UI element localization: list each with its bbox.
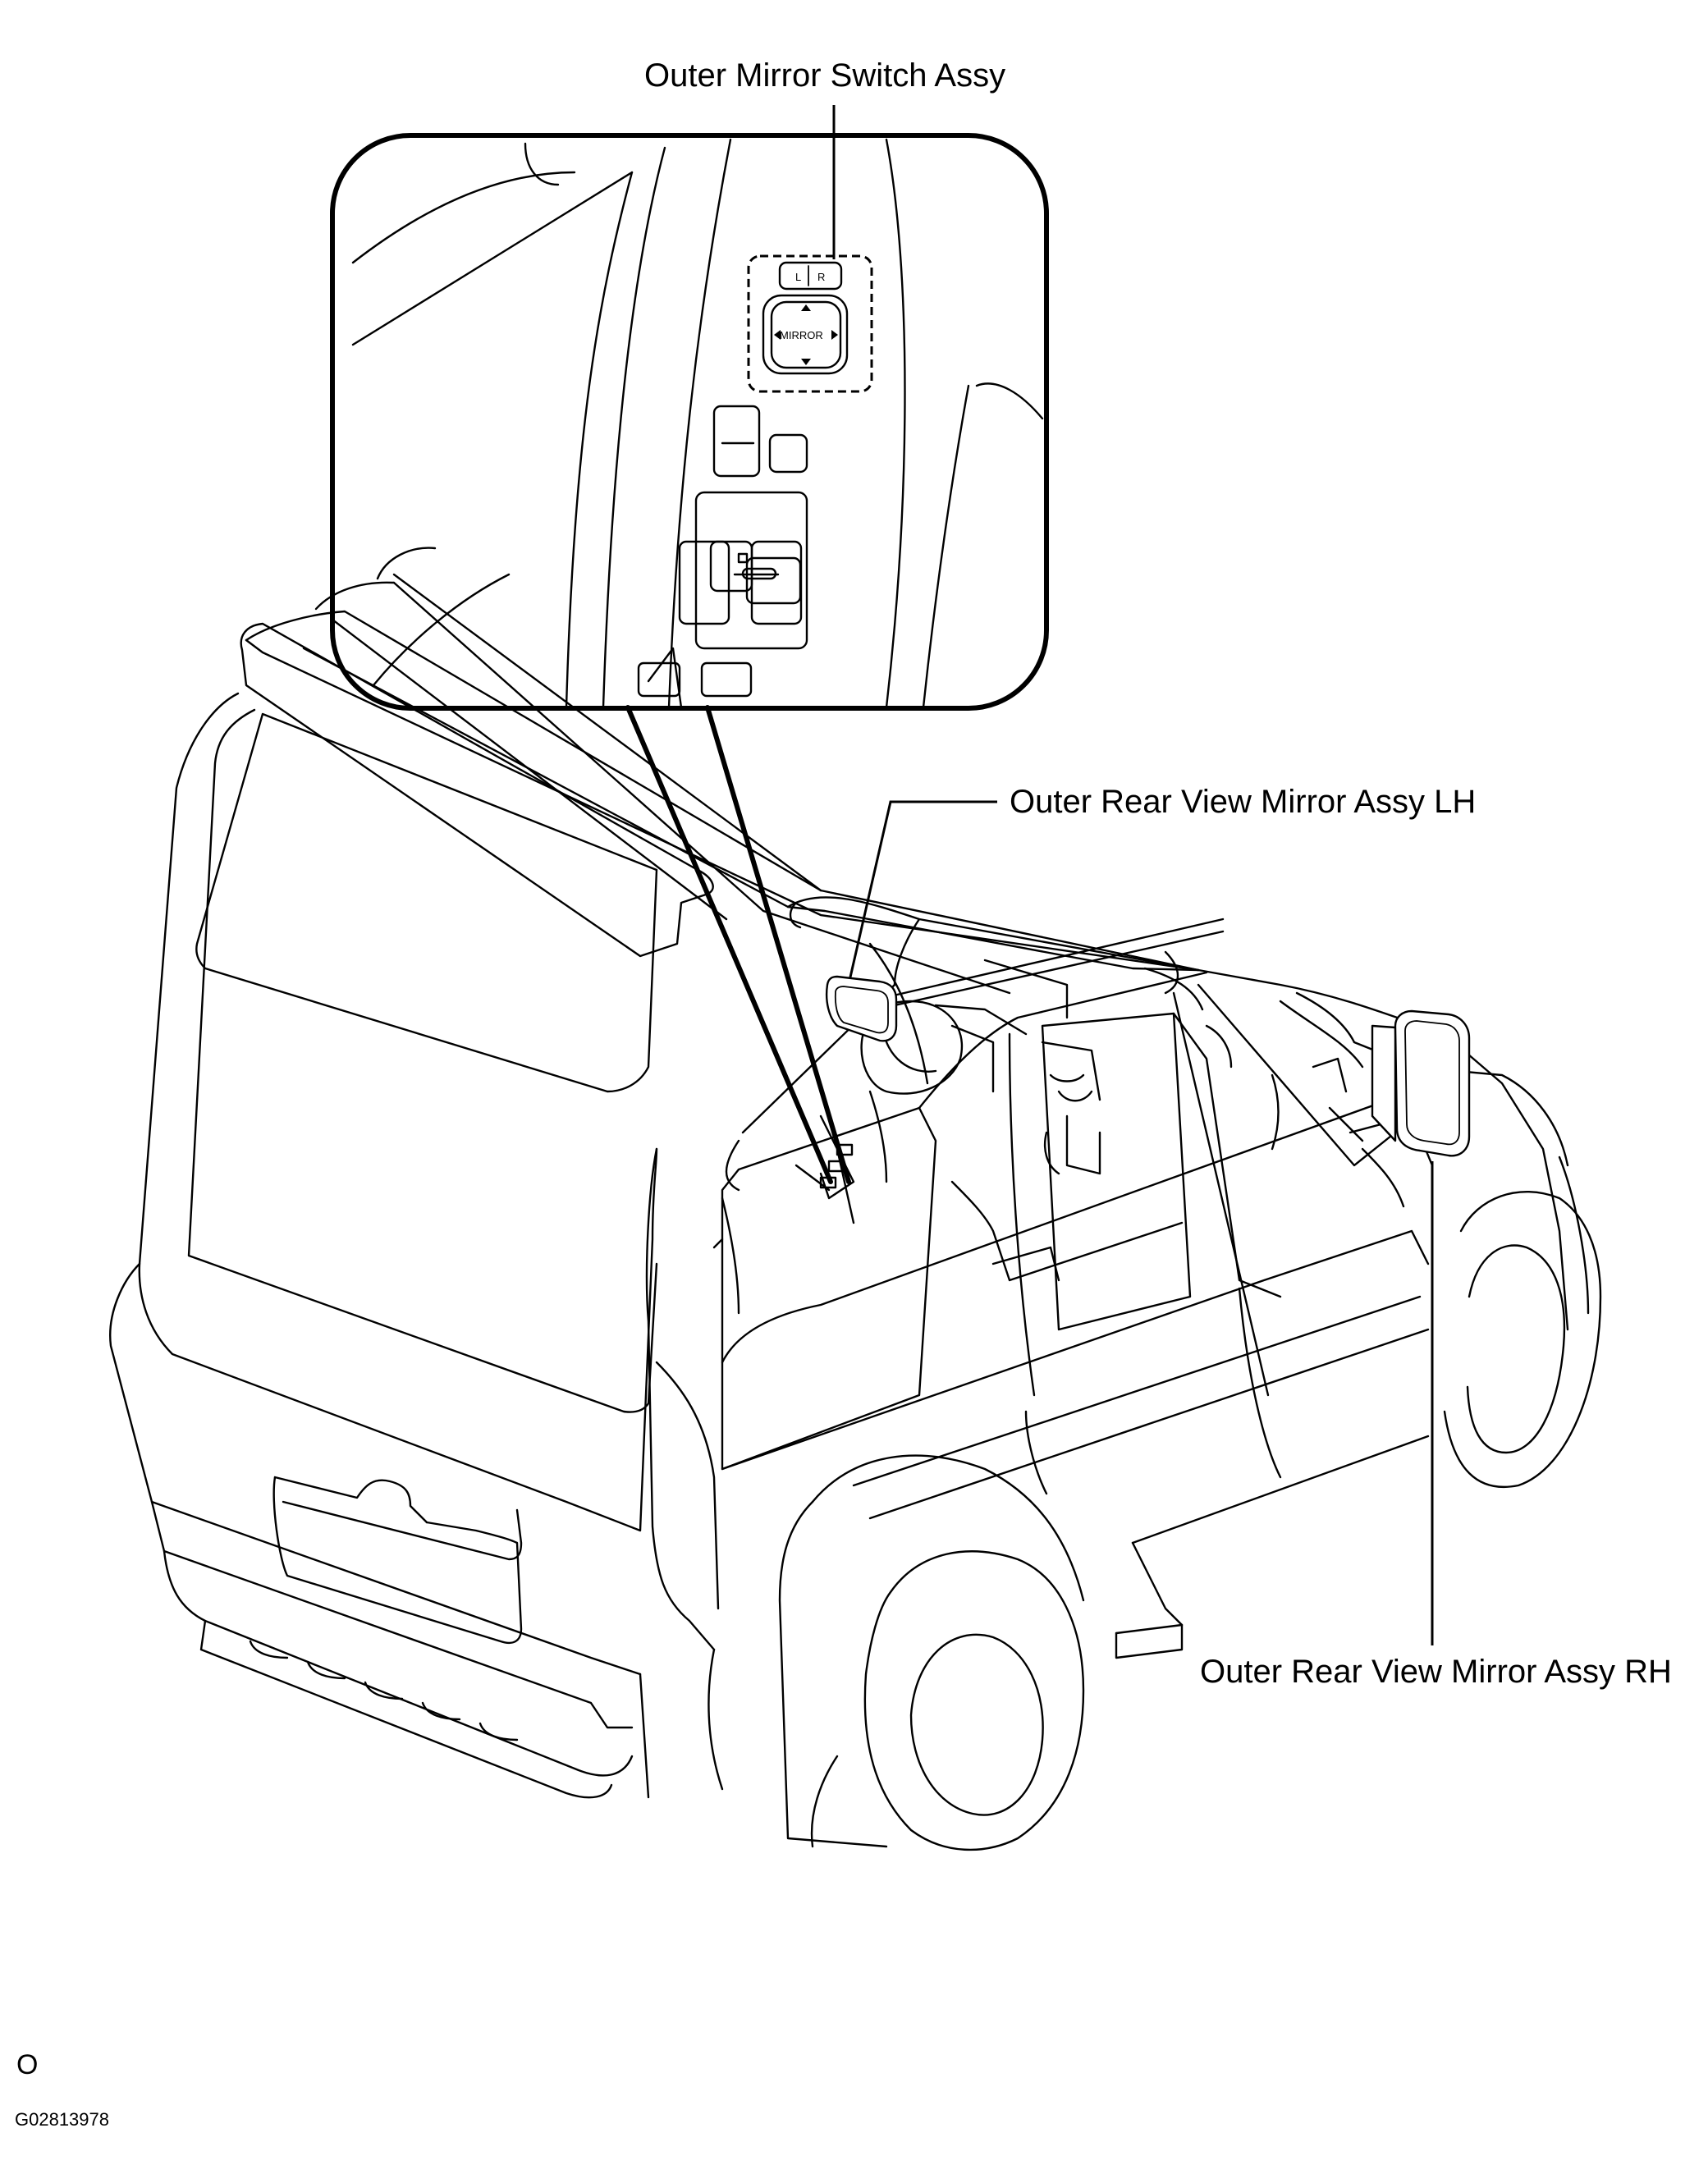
mirror-switch-highlight: [747, 254, 873, 393]
outer-rear-view-mirror-lh: [826, 975, 898, 1042]
label-outer-mirror-switch-assy: Outer Mirror Switch Assy: [644, 57, 1005, 94]
label-outer-rear-view-mirror-lh: Outer Rear View Mirror Assy LH: [1010, 784, 1476, 820]
switch-key-right: R: [817, 271, 825, 283]
switch-knob-label: MIRROR: [780, 329, 823, 341]
figure-code: G02813978: [15, 2109, 109, 2130]
footer-marker: O: [16, 2049, 38, 2080]
leader-line-mirror-lh: [848, 800, 997, 982]
outer-rear-view-mirror-rh: [1371, 1009, 1471, 1157]
label-outer-rear-view-mirror-rh: Outer Rear View Mirror Assy RH: [1200, 1654, 1672, 1690]
switch-key-left: L: [795, 271, 801, 283]
vehicle-outline: [109, 547, 1602, 1851]
mirror-switch: L R MIRROR: [762, 261, 849, 375]
detail-inset: L R MIRROR: [330, 133, 1049, 1184]
